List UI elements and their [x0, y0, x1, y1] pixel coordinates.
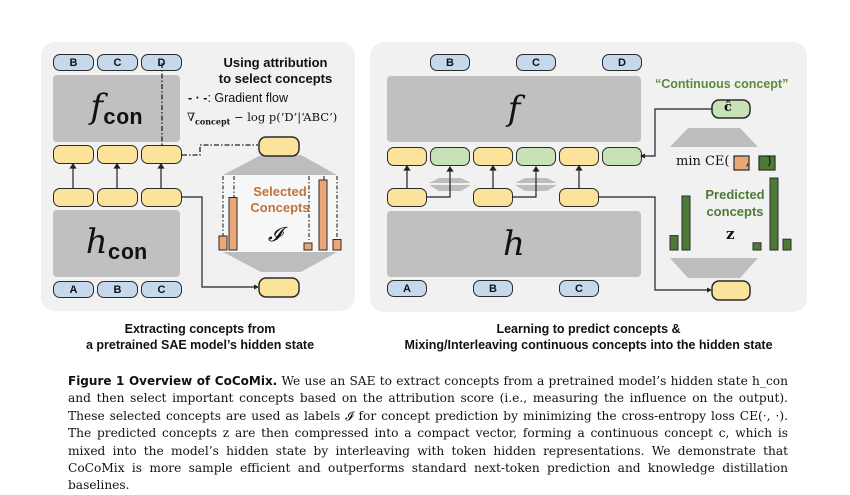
- continuous-concept-slot: [430, 147, 470, 166]
- arrow-head: [254, 284, 259, 290]
- gradient-flow-legend: - · -: Gradient flow: [188, 91, 288, 105]
- hidden-to-encoder-line: [182, 196, 255, 288]
- left-panel-caption: Extracting concepts from a pretrained SA…: [40, 321, 360, 353]
- output-token-d: D: [602, 54, 642, 71]
- continuous-concept-label: “Continuous concept”: [655, 77, 789, 91]
- input-token-b: B: [473, 280, 513, 297]
- arrow-head: [640, 153, 645, 159]
- h-con-block: hcon: [53, 210, 180, 277]
- input-token-c: C: [141, 281, 182, 298]
- gradient-formula: ∇concept − log p(‘D’|‘ABC’): [187, 110, 337, 126]
- selected-concept-bar: [318, 179, 328, 251]
- output-token-b: B: [53, 54, 94, 71]
- formula-rest: − log p(‘D’|‘ABC’): [230, 110, 338, 124]
- f-con-block: fcon: [53, 75, 180, 142]
- predicted-bars: [669, 177, 792, 251]
- output-token-b: B: [430, 54, 470, 71]
- attribution-title: Using attribution to select concepts: [198, 55, 353, 87]
- compress-trapezoid: [670, 128, 758, 147]
- input-token-a: A: [387, 280, 427, 297]
- selected-bars: [218, 179, 342, 251]
- right-panel-caption: Learning to predict concepts & Mixing/In…: [370, 321, 807, 353]
- decoder-trapezoid: [223, 155, 337, 175]
- predicted-concept-bar: [681, 195, 691, 251]
- h-con-symbol: h: [85, 221, 108, 262]
- f-block: f: [387, 76, 641, 142]
- input-token-b: B: [97, 281, 138, 298]
- arrow-head: [707, 287, 712, 293]
- ce-prediction-swatch: [758, 155, 776, 171]
- selected-concept-bar: [303, 242, 313, 251]
- hidden-state-lower: [53, 188, 94, 207]
- f-symbol: f: [507, 89, 521, 129]
- sae-hidden-output: [258, 277, 300, 298]
- gradient-flow-line: [182, 144, 258, 156]
- left-caption-line2: a pretrained SAE model’s hidden state: [85, 338, 315, 352]
- hidden-state-lower: [97, 188, 138, 207]
- encode-trapezoid: [670, 258, 758, 278]
- figure-caption-body: We use an SAE to extract concepts from a…: [68, 374, 788, 493]
- f-con-symbol: f: [90, 86, 103, 127]
- selected-concepts-line2: Concepts: [250, 200, 310, 215]
- h-block: h: [387, 211, 641, 277]
- z-symbol: z: [726, 225, 735, 243]
- nabla-symbol: ∇: [187, 110, 196, 124]
- c-hat-symbol: ĉ: [724, 100, 732, 115]
- hidden-state-upper: [97, 145, 138, 164]
- sae-hidden-input: [258, 136, 300, 157]
- predicted-concept-bar: [782, 238, 792, 251]
- h-con-subscript: con: [107, 240, 148, 266]
- hidden-state-lower: [559, 188, 599, 207]
- input-token-a: A: [53, 281, 94, 298]
- selected-concepts-label: Selected Concepts: [240, 184, 320, 216]
- output-token-c: C: [516, 54, 556, 71]
- selected-concept-bar: [228, 197, 238, 251]
- output-token-c: C: [97, 54, 138, 71]
- ce-suffix: ): [766, 154, 772, 169]
- predicted-concept-bar: [752, 242, 762, 251]
- predictor-hidden-input: [711, 280, 751, 301]
- ce-loss: min CE(,): [676, 154, 772, 169]
- up-arrows: [69, 162, 165, 188]
- right-caption-line1: Learning to predict concepts &: [496, 322, 681, 336]
- encoder-trapezoid: [223, 252, 337, 272]
- ce-separator: ,: [745, 154, 750, 169]
- h-symbol: h: [503, 224, 525, 264]
- figure-caption-lead: Figure 1 Overview of CoCoMix.: [68, 374, 278, 388]
- hidden-state-upper: [53, 145, 94, 164]
- ce-target-swatch: [733, 155, 750, 171]
- predicted-concept-bar: [769, 177, 779, 251]
- hidden-state-lower: [141, 188, 182, 207]
- predicted-concept-bar: [669, 235, 679, 251]
- hidden-state-lower: [387, 188, 427, 207]
- up-arrows: [403, 164, 583, 188]
- continuous-concept-line: [644, 108, 712, 157]
- hidden-to-predictor-line: [599, 196, 708, 291]
- selected-concept-bar: [332, 239, 342, 251]
- hidden-state-lower: [473, 188, 513, 207]
- predicted-concepts-line2: concepts: [706, 204, 764, 219]
- selected-concept-bar: [218, 235, 228, 251]
- nabla-subscript: concept: [195, 116, 231, 127]
- right-caption-line2: Mixing/Interleaving continuous concepts …: [404, 338, 773, 352]
- predicted-concepts-line1: Predicted: [705, 187, 765, 202]
- hidden-state-upper: [141, 145, 182, 164]
- left-caption-line1: Extracting concepts from: [124, 322, 276, 336]
- attribution-title-line2: to select concepts: [218, 71, 333, 86]
- gradient-flow-symbol: - · -: [188, 91, 208, 105]
- predicted-concepts-label: Predicted concepts: [695, 186, 775, 220]
- continuous-concept-box: [711, 99, 751, 119]
- input-token-c: C: [559, 280, 599, 297]
- gradient-flow-label: : Gradient flow: [207, 91, 289, 105]
- continuous-concept-slot: [516, 147, 556, 166]
- selected-concepts-line1: Selected: [253, 184, 307, 199]
- attribution-title-line1: Using attribution: [223, 55, 328, 70]
- ce-prefix: min CE(: [676, 154, 730, 169]
- f-con-subscript: con: [102, 105, 143, 131]
- figure-caption: Figure 1 Overview of CoCoMix. We use an …: [68, 373, 788, 495]
- selected-symbol: 𝓘: [268, 222, 282, 246]
